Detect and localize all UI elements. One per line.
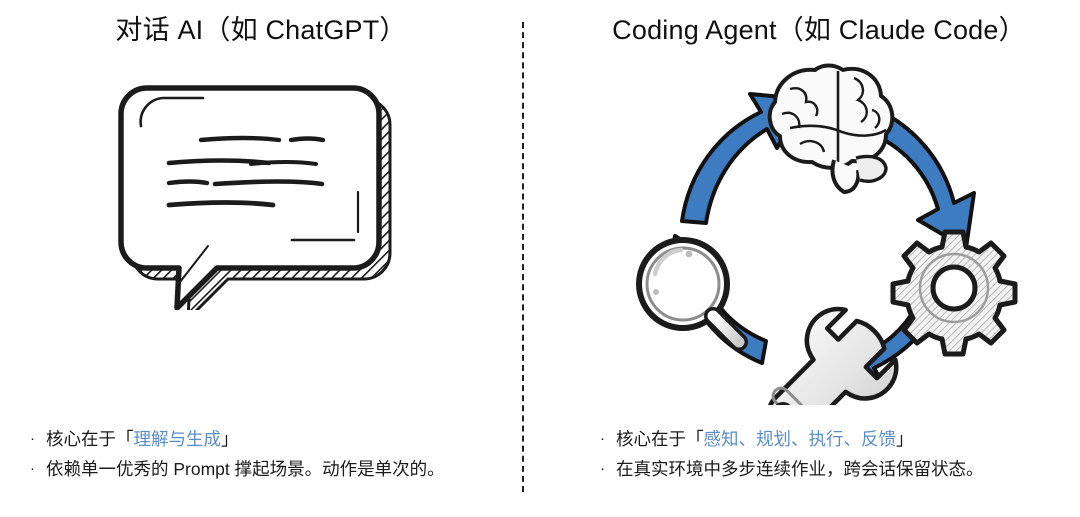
agent-loop-illustration [558, 60, 1080, 410]
bullet-text: 依赖单一优秀的 Prompt 撑起场景。动作是单次的。 [46, 454, 445, 484]
panel-divider [522, 22, 524, 492]
bullet-text: 核心在于「感知、规划、执行、反馈」 [616, 424, 914, 454]
brain-icon [767, 63, 895, 194]
gear-icon [890, 229, 1018, 357]
list-item: · 核心在于「感知、规划、执行、反馈」 [600, 424, 1070, 454]
list-item: · 依赖单一优秀的 Prompt 撑起场景。动作是单次的。 [30, 454, 510, 484]
bullet-prefix: 核心在于「 [46, 429, 134, 449]
list-item: · 核心在于「理解与生成」 [30, 424, 510, 454]
magnifier-icon [636, 237, 748, 351]
bullet-prefix: 核心在于「 [616, 429, 704, 449]
list-item: · 在真实环境中多步连续作业，跨会话保留状态。 [600, 454, 1070, 484]
bullet-marker: · [30, 430, 35, 447]
right-panel: Coding Agent（如 Claude Code） [558, 0, 1080, 517]
left-bullet-list: · 核心在于「理解与生成」 · 依赖单一优秀的 Prompt 撑起场景。动作是单… [30, 424, 510, 484]
bullet-prefix: 在真实环境中多步连续作业，跨会话保留状态。 [616, 459, 984, 479]
wrench-icon [768, 306, 899, 405]
bubble-body [118, 85, 382, 310]
speech-bubble-illustration [0, 60, 522, 410]
bullet-highlight: 理解与生成 [133, 429, 222, 449]
left-panel: 对话 AI（如 ChatGPT） [0, 0, 522, 517]
right-bullet-list: · 核心在于「感知、规划、执行、反馈」 · 在真实环境中多步连续作业，跨会话保留… [600, 424, 1070, 484]
bubble-text-lines [166, 135, 326, 208]
bullet-marker: · [600, 460, 605, 477]
bullet-text: 核心在于「理解与生成」 [46, 424, 239, 454]
right-panel-title: Coding Agent（如 Claude Code） [612, 15, 1026, 45]
bullet-text: 在真实环境中多步连续作业，跨会话保留状态。 [616, 454, 984, 484]
bullet-suffix: 」 [896, 429, 914, 449]
bullet-marker: · [600, 430, 605, 447]
left-panel-title: 对话 AI（如 ChatGPT） [115, 15, 407, 45]
bullet-highlight: 感知、规划、执行、反馈 [703, 429, 897, 449]
bullet-suffix: 」 [221, 429, 239, 449]
bullet-marker: · [30, 460, 35, 477]
bullet-prefix: 依赖单一优秀的 Prompt 撑起场景。动作是单次的。 [46, 459, 445, 479]
